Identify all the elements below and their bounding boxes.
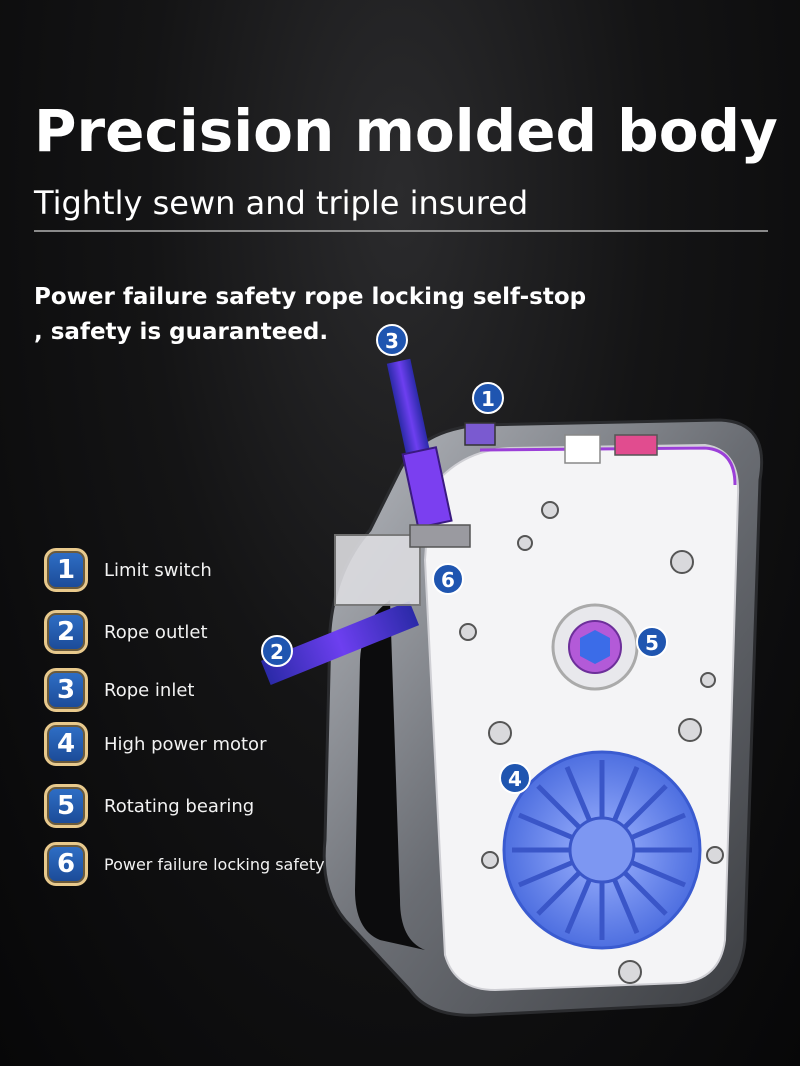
callout-6: 6 <box>432 563 464 595</box>
svg-text:4: 4 <box>508 767 522 791</box>
rope-inlet <box>386 358 434 472</box>
svg-text:1: 1 <box>481 387 495 411</box>
legend-badge-3: 3 <box>44 668 88 712</box>
callout-2: 2 <box>261 635 293 667</box>
tagline: Power failure safety rope locking self-s… <box>34 280 586 350</box>
title-divider <box>34 230 768 232</box>
legend-badge-1: 1 <box>44 548 88 592</box>
legend-item-limit-switch: 1 Limit switch <box>44 548 212 592</box>
svg-text:3: 3 <box>385 329 399 353</box>
callout-5: 5 <box>636 626 668 658</box>
legend-label: Limit switch <box>104 559 212 581</box>
legend-badge-5: 5 <box>44 784 88 828</box>
handle-cutout <box>355 600 425 950</box>
legend-item-rotating-bearing: 5 Rotating bearing <box>44 784 254 828</box>
legend-badge-4: 4 <box>44 722 88 766</box>
svg-text:6: 6 <box>441 568 455 592</box>
tagline-line-2: , safety is guaranteed. <box>34 319 329 345</box>
page-subtitle: Tightly sewn and triple insured <box>34 184 529 222</box>
rope-outlet <box>260 600 420 686</box>
callout-4: 4 <box>499 762 531 794</box>
callout-3: 3 <box>376 324 408 356</box>
svg-text:2: 2 <box>270 640 284 664</box>
device-cutaway-illustration: 1 3 6 2 5 4 <box>260 324 764 1017</box>
legend-item-rope-outlet: 2 Rope outlet <box>44 610 208 654</box>
legend-label: Rope inlet <box>104 679 195 701</box>
page-title: Precision molded body <box>34 97 778 165</box>
callout-1: 1 <box>472 382 504 414</box>
svg-text:5: 5 <box>645 631 659 655</box>
limit-switch-block <box>464 422 496 446</box>
legend-item-rope-inlet: 3 Rope inlet <box>44 668 194 712</box>
legend-item-power-failure-locking-safety: 6 Power failure locking safety <box>44 842 325 886</box>
legend-label: Rotating bearing <box>104 795 255 817</box>
legend-label: Power failure locking safety <box>104 854 325 874</box>
locking-safety-block <box>334 534 421 606</box>
tagline-line-1: Power failure safety rope locking self-s… <box>34 284 587 310</box>
legend: 1 Limit switch 2 Rope outlet 3 Rope inle… <box>44 548 364 888</box>
legend-label: Rope outlet <box>104 621 208 643</box>
legend-item-high-power-motor: 4 High power motor <box>44 722 266 766</box>
legend-label: High power motor <box>104 733 267 755</box>
legend-badge-6: 6 <box>44 842 88 886</box>
legend-badge-2: 2 <box>44 610 88 654</box>
